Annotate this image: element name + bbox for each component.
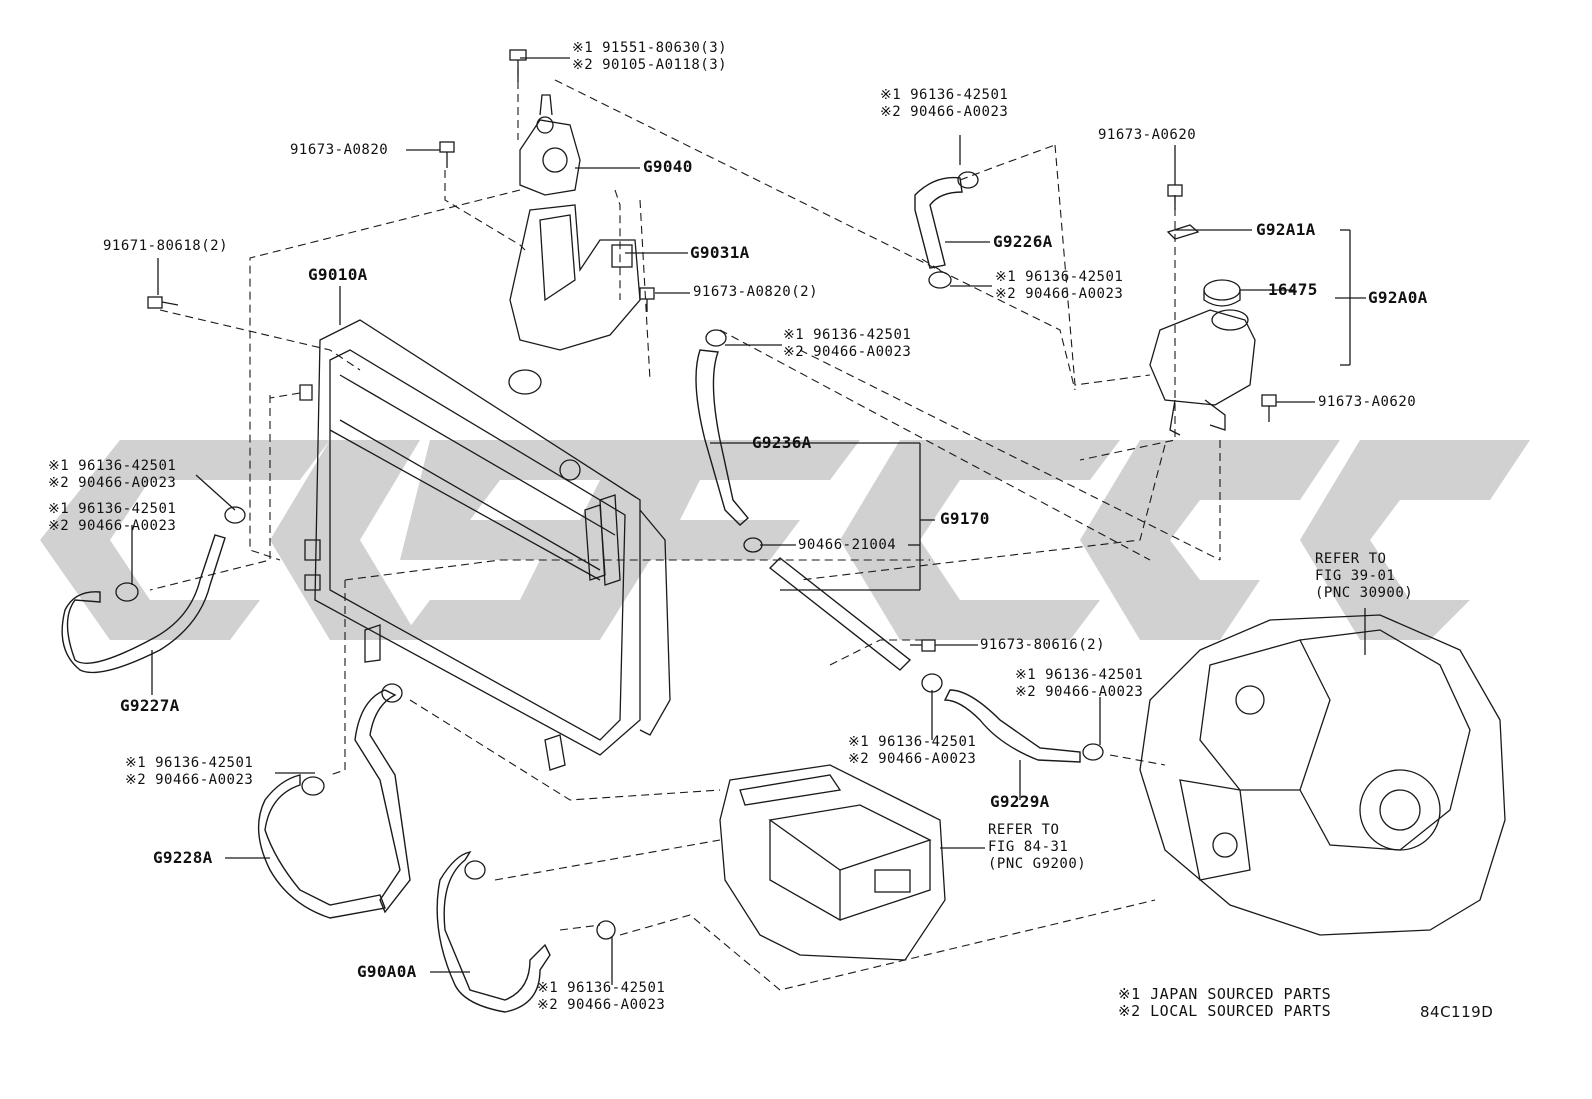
callout-bolt-top: ※1 91551-80630(3) ※2 90105-A0118(3)	[572, 40, 727, 74]
callout-line: ※1 91551-80630(3)	[572, 40, 728, 56]
refer-inverter: REFER TO FIG 84-31 (PNC G9200)	[988, 822, 1086, 873]
callout-clamp-g9228a: ※1 96136-42501 ※2 90466-A0023	[125, 755, 253, 789]
callout-91671-80618: 91671-80618(2)	[103, 238, 229, 254]
callout-91673-a0620-right: 91673-A0620	[1318, 394, 1417, 410]
callout-clamp-g9226a-bottom: ※1 96136-42501 ※2 90466-A0023	[995, 269, 1123, 303]
watermark-logo	[40, 440, 1530, 640]
callout-line: ※1 96136-42501	[1015, 667, 1144, 683]
refer-line: FIG 84-31	[988, 839, 1069, 855]
callout-91673-80616: 91673-80616(2)	[980, 637, 1106, 653]
part-label-g9010a: G9010A	[308, 265, 368, 284]
callout-line: ※1 96136-42501	[48, 501, 177, 517]
part-label-g9031a: G9031A	[690, 243, 750, 262]
callout-line: ※1 96136-42501	[848, 734, 977, 750]
note-line: ※1 JAPAN SOURCED PARTS	[1118, 985, 1332, 1003]
part-label-g9236a: G9236A	[752, 433, 812, 452]
figure-code: 84C119D	[1420, 1003, 1494, 1021]
callout-line: ※1 96136-42501	[537, 980, 666, 996]
callout-line: ※2 90466-A0023	[125, 772, 254, 788]
reservoir-tank	[1149, 224, 1256, 436]
refer-line: REFER TO	[1315, 551, 1387, 567]
part-label-g9228a: G9228A	[153, 848, 213, 867]
part-label-g9226a: G9226A	[993, 232, 1053, 251]
callout-line: ※2 90466-A0023	[1015, 684, 1144, 700]
callout-line: ※2 90466-A0023	[537, 997, 666, 1013]
callout-91673-a0820: 91673-A0820	[290, 142, 389, 158]
callout-clamp-left-a: ※1 96136-42501 ※2 90466-A0023	[48, 458, 176, 492]
dashed-assembly-lines	[149, 68, 1221, 991]
callout-line: ※1 96136-42501	[995, 269, 1124, 285]
part-label-g92a0a: G92A0A	[1368, 288, 1428, 307]
radiator	[299, 319, 671, 771]
part-label-g9170: G9170	[940, 509, 990, 528]
refer-line: (PNC G9200)	[988, 856, 1087, 872]
water-pump	[519, 94, 581, 196]
inverter-assembly	[719, 764, 946, 961]
callout-clamp-g90a0a: ※1 96136-42501 ※2 90466-A0023	[537, 980, 665, 1014]
part-label-g9227a: G9227A	[120, 696, 180, 715]
callout-line: ※1 96136-42501	[880, 87, 1009, 103]
callout-clamp-g9236a: ※1 96136-42501 ※2 90466-A0023	[783, 327, 911, 361]
part-label-g90a0a: G90A0A	[357, 962, 417, 981]
callout-clamp-left-b: ※1 96136-42501 ※2 90466-A0023	[48, 501, 176, 535]
callout-line: ※2 90466-A0023	[48, 475, 177, 491]
callout-line: ※2 90105-A0118(3)	[572, 57, 728, 73]
callout-line: ※1 96136-42501	[783, 327, 912, 343]
refer-line: (PNC 30900)	[1315, 585, 1414, 601]
bracket	[509, 204, 641, 351]
part-label-g9040: G9040	[643, 157, 693, 176]
callout-90466-21004: 90466-21004	[798, 537, 897, 553]
part-label-16475: 16475	[1268, 280, 1318, 299]
callout-91673-a0620-top: 91673-A0620	[1098, 127, 1197, 143]
note-line: ※2 LOCAL SOURCED PARTS	[1118, 1002, 1332, 1020]
part-label-g9229a: G9229A	[990, 792, 1050, 811]
callout-line: ※2 90466-A0023	[848, 751, 977, 767]
part-label-g92a1a: G92A1A	[1256, 220, 1316, 239]
callout-line: ※1 96136-42501	[48, 458, 177, 474]
clamp-icon	[115, 171, 1104, 940]
sourcing-notes: ※1 JAPAN SOURCED PARTS ※2 LOCAL SOURCED …	[1118, 986, 1331, 1020]
refer-line: REFER TO	[988, 822, 1060, 838]
callout-clamp-g9229a-right: ※1 96136-42501 ※2 90466-A0023	[1015, 667, 1143, 701]
refer-line: FIG 39-01	[1315, 568, 1396, 584]
callout-line: ※2 90466-A0023	[995, 286, 1124, 302]
callout-clamp-g9226a-top: ※1 96136-42501 ※2 90466-A0023	[880, 87, 1008, 121]
transaxle-assembly	[1139, 614, 1506, 936]
callout-clamp-g9229a-left: ※1 96136-42501 ※2 90466-A0023	[848, 734, 976, 768]
hose	[61, 176, 1081, 1013]
callout-91673-a0820-2: 91673-A0820(2)	[693, 284, 819, 300]
refer-transaxle: REFER TO FIG 39-01 (PNC 30900)	[1315, 551, 1413, 602]
callout-line: ※1 96136-42501	[125, 755, 254, 771]
callout-line: ※2 90466-A0023	[783, 344, 912, 360]
bolt-icon	[147, 49, 1277, 652]
callout-line: ※2 90466-A0023	[48, 518, 177, 534]
callout-line: ※2 90466-A0023	[880, 104, 1009, 120]
